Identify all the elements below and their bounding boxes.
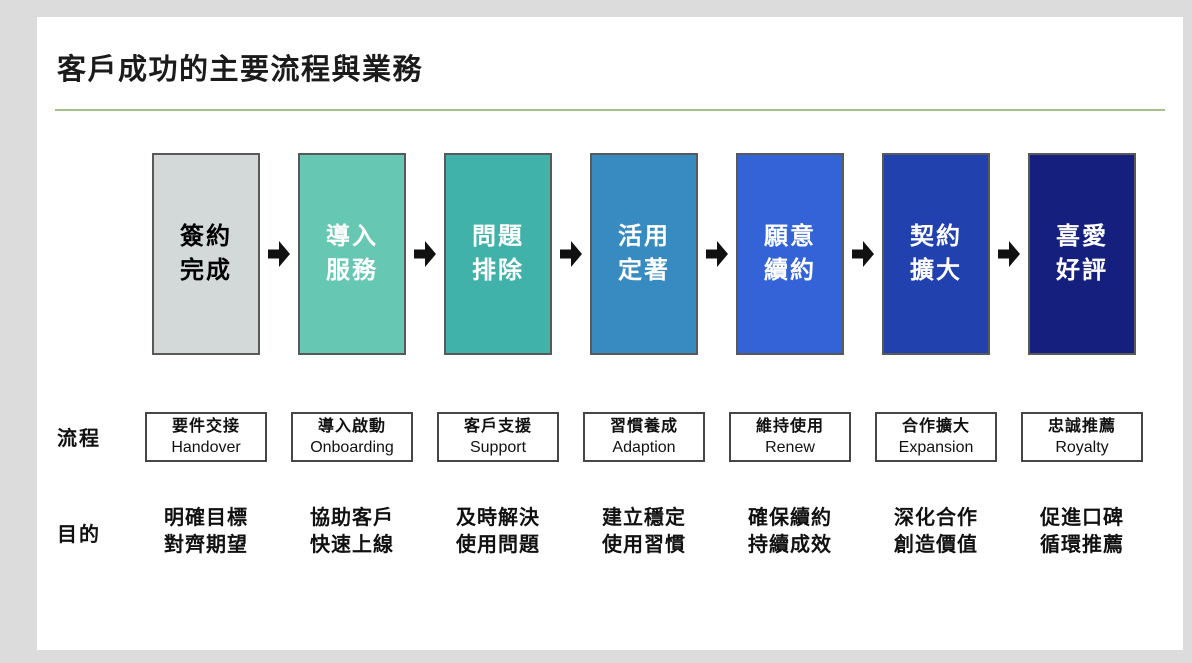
purpose-text: 明確目標 對齊期望 <box>164 505 248 561</box>
purpose-text: 及時解決 使用問題 <box>456 505 540 561</box>
purpose-line2: 使用習慣 <box>602 533 686 556</box>
stage-label-line1: 活用 <box>618 223 670 251</box>
purpose-text: 確保續約 持續成效 <box>748 505 832 561</box>
stage-label: 簽約 完成 <box>180 223 232 284</box>
stage-box: 簽約 完成 <box>152 152 260 355</box>
process-label-en: Handover <box>171 438 241 456</box>
process-label-en: Expansion <box>898 438 974 456</box>
process-box: 合作擴大 Expansion <box>875 411 997 462</box>
stage-label-line2: 定著 <box>618 256 670 284</box>
stage-label-line2: 好評 <box>1056 256 1108 284</box>
stage-column: 活用 定著 習慣養成 Adaption 建立穩定 使用習慣 <box>571 152 728 561</box>
process-label-zh: 維持使用 <box>755 417 824 435</box>
purpose-line1: 深化合作 <box>894 506 978 529</box>
purpose-line2: 循環推薦 <box>1040 533 1124 556</box>
process-label-zh: 合作擴大 <box>901 417 970 435</box>
stage-label: 導入 服務 <box>326 223 378 284</box>
purpose-line1: 協助客戶 <box>310 506 394 529</box>
stage-label-line2: 排除 <box>472 256 524 284</box>
title-underline-rule <box>55 108 1165 111</box>
arrow-right-icon <box>560 240 582 267</box>
process-label-zh: 習慣養成 <box>609 417 678 435</box>
process-label-zh: 導入啟動 <box>317 417 386 435</box>
purpose-line1: 建立穩定 <box>602 506 686 529</box>
stage-column: 喜愛 好評 忠誠推薦 Royalty 促進口碑 循環推薦 <box>1009 152 1155 561</box>
stage-column: 問題 排除 客戶支援 Support 及時解決 使用問題 <box>425 152 582 561</box>
stage-label-line2: 續約 <box>764 256 816 284</box>
page-title: 客戶成功的主要流程與業務 <box>57 54 424 86</box>
process-row-label: 流程 <box>57 428 101 451</box>
stage-label-line1: 契約 <box>910 223 962 251</box>
arrow-right-icon <box>852 240 874 267</box>
stage-label-line2: 服務 <box>326 256 378 284</box>
stage-box: 喜愛 好評 <box>1028 152 1136 355</box>
stage-box: 契約 擴大 <box>882 152 990 355</box>
stage-box: 問題 排除 <box>444 152 552 355</box>
purpose-text: 協助客戶 快速上線 <box>310 505 394 561</box>
process-box: 要件交接 Handover <box>145 411 267 462</box>
process-box: 客戶支援 Support <box>437 411 559 462</box>
stage-box-wrap: 簽約 完成 <box>133 152 290 355</box>
stage-label-line2: 擴大 <box>910 256 962 284</box>
process-box: 忠誠推薦 Royalty <box>1021 411 1143 462</box>
purpose-line2: 使用問題 <box>456 533 540 556</box>
flow-diagram: 流程 目的 簽約 完成 要件交接 Handover 明確目標 <box>57 152 1183 561</box>
stage-column: 契約 擴大 合作擴大 Expansion 深化合作 創造價值 <box>863 152 1020 561</box>
process-label-zh: 忠誠推薦 <box>1047 417 1116 435</box>
purpose-line2: 持續成效 <box>748 533 832 556</box>
stage-box-wrap: 契約 擴大 <box>863 152 1020 355</box>
purpose-text: 建立穩定 使用習慣 <box>602 505 686 561</box>
purpose-line2: 對齊期望 <box>164 533 248 556</box>
purpose-text: 深化合作 創造價值 <box>894 505 978 561</box>
stage-column: 願意 續約 維持使用 Renew 確保續約 持續成效 <box>717 152 874 561</box>
process-label-en: Renew <box>765 438 815 456</box>
process-label-zh: 要件交接 <box>171 417 240 435</box>
purpose-line2: 創造價值 <box>894 533 978 556</box>
stage-box-wrap: 問題 排除 <box>425 152 582 355</box>
purpose-line1: 及時解決 <box>456 506 540 529</box>
stage-column: 簽約 完成 要件交接 Handover 明確目標 對齊期望 <box>133 152 290 561</box>
purpose-line1: 促進口碑 <box>1040 506 1124 529</box>
stage-label-line1: 願意 <box>764 223 816 251</box>
stage-label-line1: 問題 <box>472 223 524 251</box>
purpose-line1: 明確目標 <box>164 506 248 529</box>
arrow-right-icon <box>268 240 290 267</box>
stage-label: 願意 續約 <box>764 223 816 284</box>
purpose-line2: 快速上線 <box>310 533 394 556</box>
arrow-right-icon <box>998 240 1020 267</box>
stage-box: 導入 服務 <box>298 152 406 355</box>
process-label-zh: 客戶支援 <box>463 417 532 435</box>
process-box: 習慣養成 Adaption <box>583 411 705 462</box>
process-label-en: Adaption <box>612 438 676 456</box>
row-label-gutter: 流程 目的 <box>57 153 133 561</box>
arrow-right-icon <box>706 240 728 267</box>
stage-box: 活用 定著 <box>590 152 698 355</box>
slide-canvas: 客戶成功的主要流程與業務 流程 目的 簽約 完成 要 <box>37 17 1183 650</box>
stage-label: 活用 定著 <box>618 223 670 284</box>
stage-column: 導入 服務 導入啟動 Onboarding 協助客戶 快速上線 <box>279 152 436 561</box>
stage-box-wrap: 願意 續約 <box>717 152 874 355</box>
process-box: 維持使用 Renew <box>729 411 851 462</box>
stage-label: 喜愛 好評 <box>1056 223 1108 284</box>
process-label-en: Support <box>469 438 527 456</box>
stage-box-wrap: 導入 服務 <box>279 152 436 355</box>
purpose-row-label: 目的 <box>57 524 101 547</box>
stage-label-line1: 導入 <box>326 223 378 251</box>
purpose-text: 促進口碑 循環推薦 <box>1040 505 1124 561</box>
stage-columns: 簽約 完成 要件交接 Handover 明確目標 對齊期望 導入 服 <box>133 152 1155 561</box>
stage-box-wrap: 喜愛 好評 <box>1009 152 1155 355</box>
process-label-en: Onboarding <box>310 438 394 456</box>
purpose-line1: 確保續約 <box>748 506 832 529</box>
stage-box: 願意 續約 <box>736 152 844 355</box>
stage-label-line1: 簽約 <box>180 223 232 251</box>
process-box: 導入啟動 Onboarding <box>291 411 413 462</box>
stage-box-wrap: 活用 定著 <box>571 152 728 355</box>
stage-label-line1: 喜愛 <box>1056 223 1108 251</box>
stage-label-line2: 完成 <box>180 256 232 284</box>
process-label-en: Royalty <box>1055 438 1109 456</box>
stage-label: 契約 擴大 <box>910 223 962 284</box>
arrow-right-icon <box>414 240 436 267</box>
stage-label: 問題 排除 <box>472 223 524 284</box>
